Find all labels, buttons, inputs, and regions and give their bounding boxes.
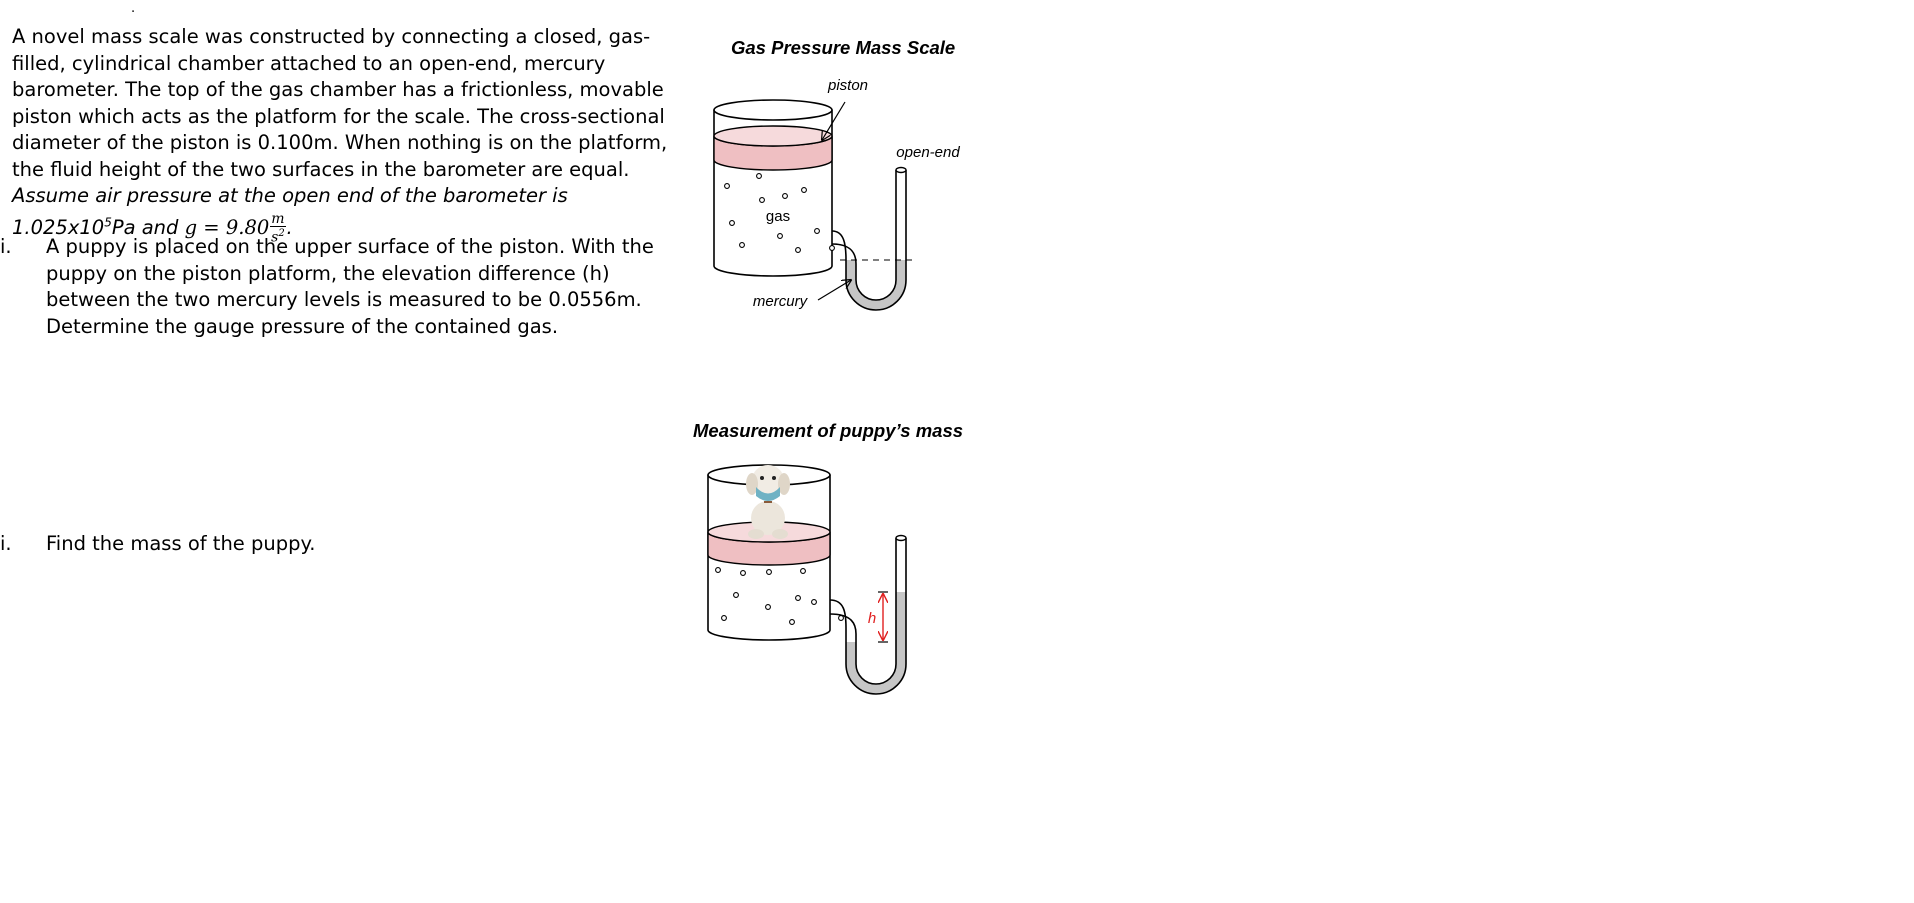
gas-bubbles [724, 173, 835, 253]
stray-mark: . [131, 1, 136, 16]
open-end-rim [895, 166, 907, 174]
question-number: i. [0, 532, 12, 555]
piston-arrow [822, 101, 846, 140]
gas-scale-diagram: gas piston open-end mercury [713, 77, 960, 311]
u-tube-outer [829, 538, 907, 695]
intro-assumption: Assume air pressure at the open end of t… [12, 184, 568, 246]
mercury-arrow [817, 280, 851, 301]
h-label: h [868, 610, 876, 627]
problem-intro: A novel mass scale was constructed by co… [12, 24, 694, 245]
u-tube-outer [831, 170, 907, 311]
open-end-rim [895, 534, 907, 542]
mercury-label: mercury [753, 293, 809, 310]
question-text: A puppy is placed on the upper surface o… [46, 235, 654, 338]
g-equation: g = 9.80 [184, 216, 270, 239]
gas-label: gas [766, 208, 790, 225]
figure1-title: Gas Pressure Mass Scale [731, 37, 956, 58]
puppy-measurement-diagram: h [707, 464, 907, 695]
question-text: Find the mass of the puppy. [46, 532, 316, 555]
u-tube-inner [831, 170, 897, 301]
mercury-fill [846, 592, 906, 694]
question-number: i. [0, 235, 12, 258]
question-2: i. Find the mass of the puppy. [0, 531, 700, 561]
puppy-image [746, 465, 790, 539]
intro-text: A novel mass scale was constructed by co… [12, 25, 668, 181]
chamber-top [713, 99, 833, 121]
open-end-label: open-end [896, 144, 960, 161]
figure2-title: Measurement of puppy’s mass [693, 420, 964, 441]
piston-label: piston [827, 77, 868, 94]
mercury-fill [846, 260, 906, 310]
u-tube-inner [829, 538, 897, 685]
question-1: i. A puppy is placed on the upper surfac… [0, 234, 700, 344]
gas-bubbles [715, 567, 844, 625]
